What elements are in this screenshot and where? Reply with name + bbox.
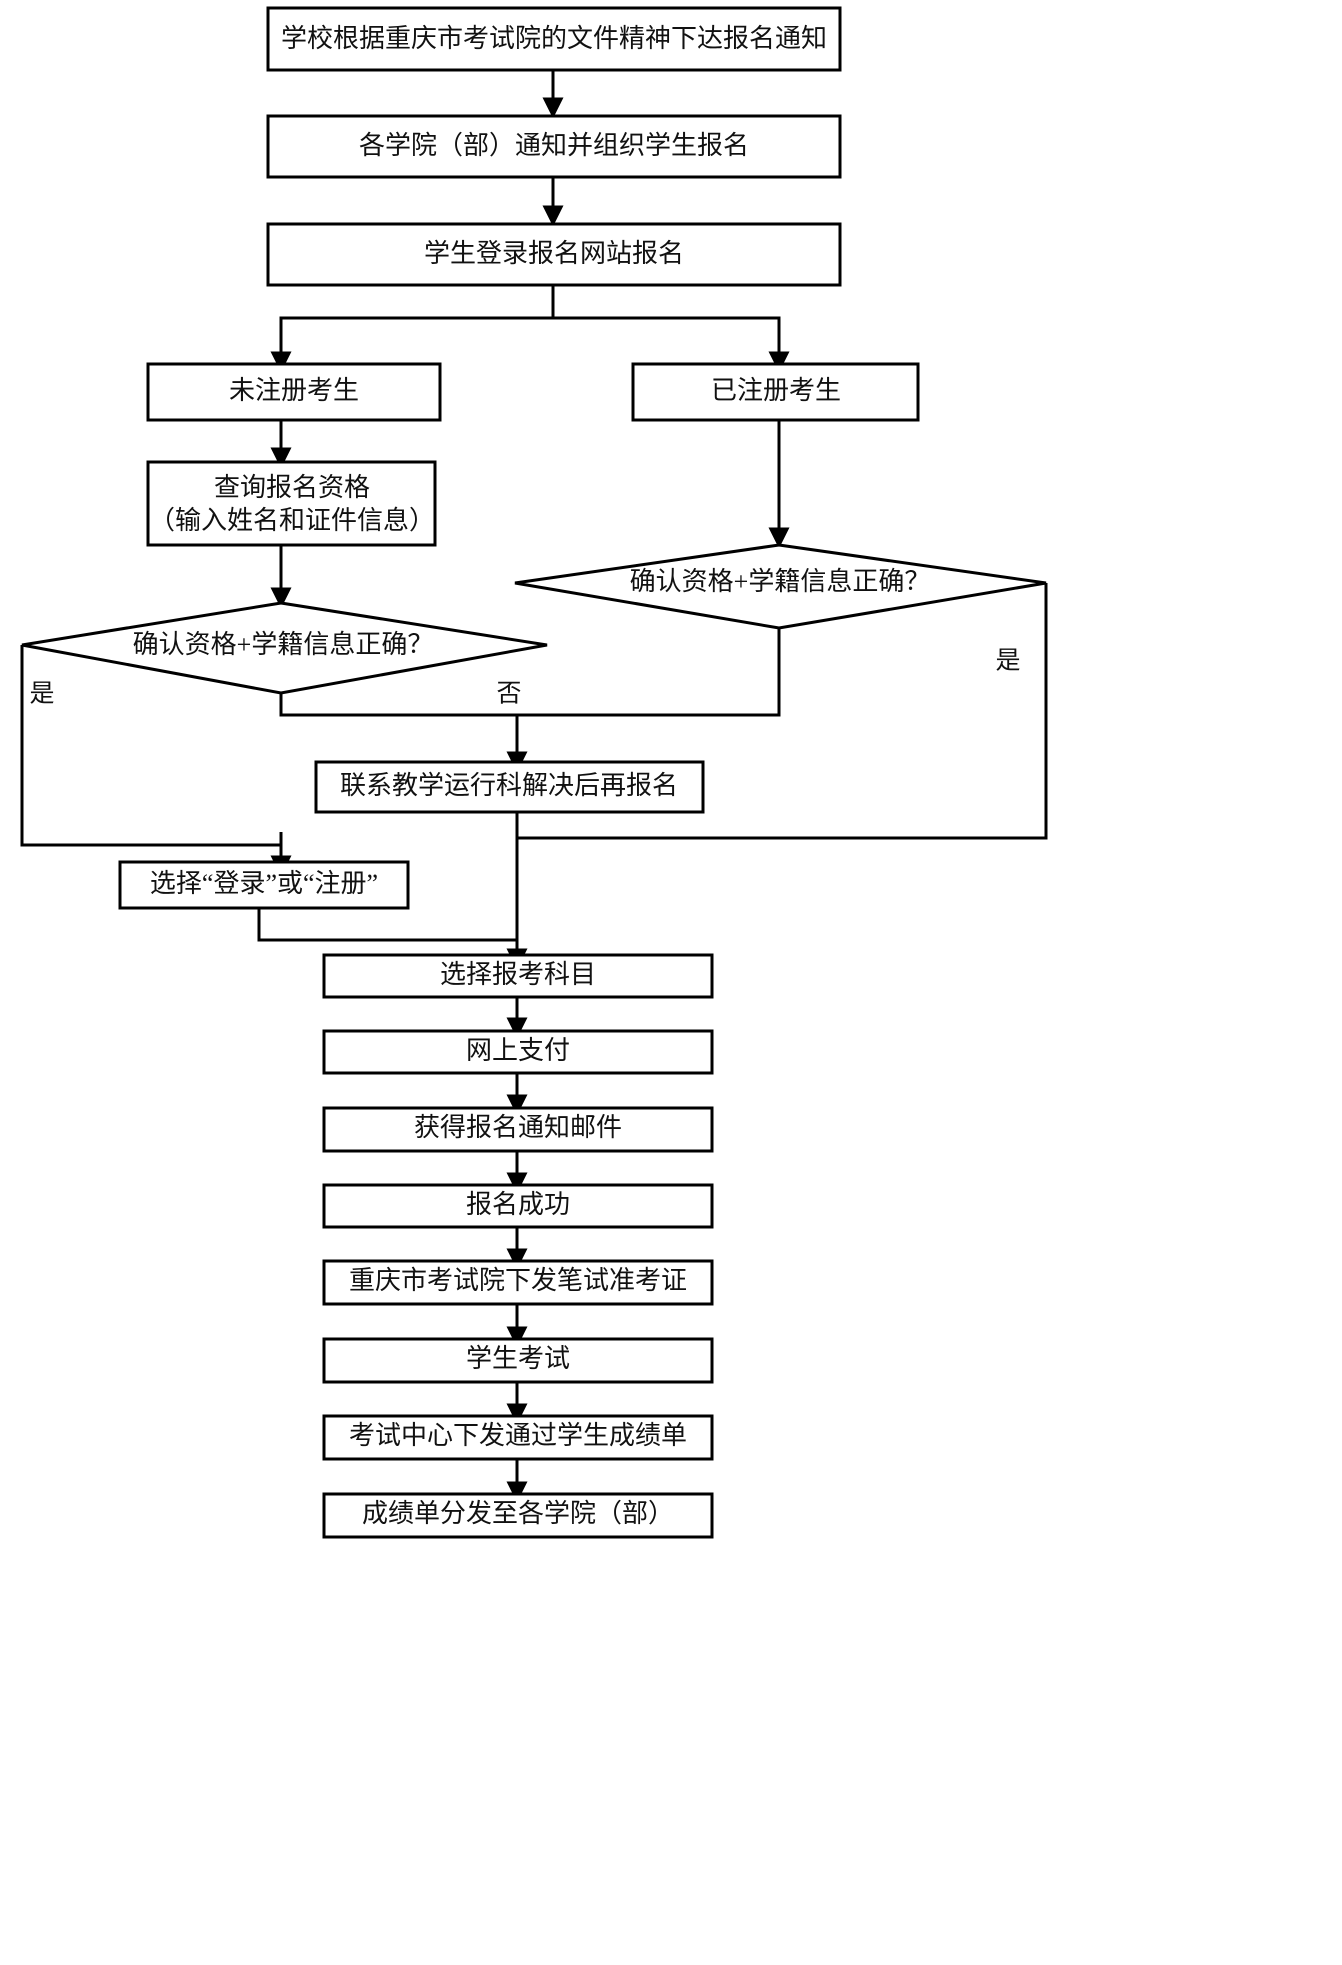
edge-label-left-yes: 是 [29, 681, 54, 708]
edge-n7-no-to-n9 [279, 693, 519, 755]
node-n6-label-line1: 查询报名资格 [214, 473, 370, 502]
node-n12-label: 网上支付 [466, 1036, 570, 1065]
node-n5-label: 已注册考生 [711, 376, 841, 405]
node-n11[interactable]: 选择报考科目 [322, 953, 714, 999]
node-n6-label-line2: （输入姓名和证件信息） [149, 506, 435, 535]
node-n9-label: 联系教学运行科解决后再报名 [340, 771, 678, 800]
node-n8[interactable]: 确认资格+学籍信息正确？ [514, 543, 1047, 630]
connectors [20, 70, 1048, 1503]
node-n8-label: 确认资格+学籍信息正确？ [630, 567, 931, 596]
node-n13[interactable]: 获得报名通知邮件 [322, 1106, 714, 1153]
node-n10[interactable]: 选择“登录”或“注册” [118, 860, 410, 910]
node-n1-label: 学校根据重庆市考试院的文件精神下达报名通知 [281, 24, 827, 53]
node-n3-label: 学生登录报名网站报名 [424, 239, 684, 268]
node-n11-label: 选择报考科目 [440, 960, 596, 989]
node-n2[interactable]: 各学院（部）通知并组织学生报名 [266, 114, 842, 179]
node-n14-label: 报名成功 [466, 1190, 570, 1219]
node-n4-label: 未注册考生 [229, 376, 359, 405]
node-n4[interactable]: 未注册考生 [146, 362, 442, 422]
edge-n8-yes-to-n11 [515, 583, 1048, 955]
node-n5[interactable]: 已注册考生 [631, 362, 920, 422]
edge-n3-split-right [553, 316, 781, 355]
edge-n3-split [279, 285, 555, 355]
node-n10-label: 选择“登录”或“注册” [150, 869, 378, 898]
node-n16[interactable]: 学生考试 [322, 1337, 714, 1384]
edge-label-right-yes: 是 [995, 648, 1020, 675]
node-n7[interactable]: 确认资格+学籍信息正确？ [21, 601, 548, 695]
node-n7-label: 确认资格+学籍信息正确？ [133, 630, 434, 659]
node-n13-label: 获得报名通知邮件 [414, 1113, 622, 1142]
node-n9[interactable]: 联系教学运行科解决后再报名 [314, 760, 705, 814]
node-n15[interactable]: 重庆市考试院下发笔试准考证 [322, 1259, 714, 1306]
node-n17[interactable]: 考试中心下发通过学生成绩单 [322, 1414, 714, 1461]
node-n18[interactable]: 成绩单分发至各学院（部） [322, 1492, 714, 1539]
node-n15-label: 重庆市考试院下发笔试准考证 [349, 1266, 687, 1295]
node-n12[interactable]: 网上支付 [322, 1029, 714, 1075]
node-n14[interactable]: 报名成功 [322, 1183, 714, 1229]
node-n6[interactable]: 查询报名资格 （输入姓名和证件信息） [146, 460, 437, 547]
node-n1[interactable]: 学校根据重庆市考试院的文件精神下达报名通知 [266, 6, 842, 72]
node-n18-label: 成绩单分发至各学院（部） [362, 1499, 674, 1528]
node-n3[interactable]: 学生登录报名网站报名 [266, 222, 842, 287]
edge-n10-to-n11 [257, 908, 519, 955]
node-n16-label: 学生考试 [466, 1344, 570, 1373]
edge-label-left-no: 否 [496, 681, 521, 708]
edge-n8-no-to-n9 [517, 628, 781, 717]
node-n17-label: 考试中心下发通过学生成绩单 [349, 1421, 687, 1450]
node-n2-label: 各学院（部）通知并组织学生报名 [359, 131, 749, 160]
